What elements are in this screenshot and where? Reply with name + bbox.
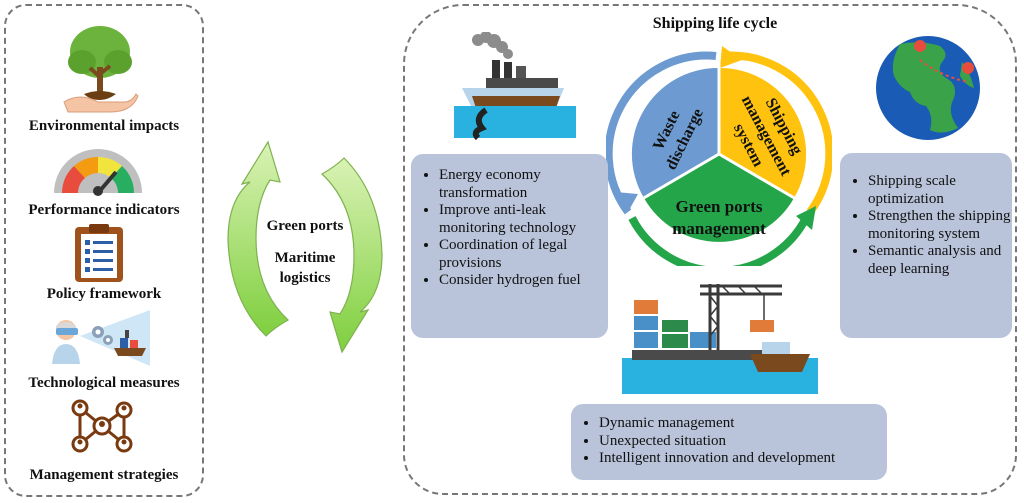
box-right-item: Shipping scale optimization — [868, 173, 1012, 208]
gauge-icon — [54, 149, 142, 196]
left-item-label-policy: Policy framework — [46, 286, 162, 302]
box-bottom: Dynamic management Unexpected situation … — [571, 404, 887, 480]
box-bottom-item: Dynamic management — [599, 415, 887, 433]
cycle-arrows-icon — [227, 140, 383, 354]
tree-in-hand-icon — [63, 26, 139, 113]
network-people-icon — [71, 399, 133, 453]
globe-icon — [876, 36, 980, 140]
box-left-item: Energy economy transformation — [439, 167, 608, 202]
box-right: Shipping scale optimization Strengthen t… — [840, 153, 1012, 338]
box-bottom-item: Unexpected situation — [599, 433, 887, 451]
box-left-item: Coordination of legal provisions — [439, 237, 608, 272]
box-left-item: Improve anti-leak monitoring technology — [439, 202, 608, 237]
cycle-segment-green-line-1: Green ports — [675, 197, 762, 216]
left-panel — [4, 4, 204, 497]
box-left: Energy economy transformation Improve an… — [411, 154, 608, 338]
center-label-logistics: logistics — [279, 270, 331, 286]
shipping-cycle-diagram: Waste discharge Shipping management syst… — [606, 46, 832, 266]
left-item-label-management: Management strategies — [29, 467, 179, 483]
left-item-label-technological: Technological measures — [28, 375, 180, 391]
vr-technology-icon — [52, 310, 150, 366]
box-right-item: Semantic analysis and deep learning — [868, 243, 1012, 278]
box-bottom-item: Intelligent innovation and development — [599, 450, 887, 468]
cycle-title: Shipping life cycle — [652, 15, 778, 32]
center-label-maritime: Maritime — [274, 250, 336, 266]
box-right-item: Strengthen the shipping monitoring syste… — [868, 208, 1012, 243]
left-item-label-performance: Performance indicators — [28, 202, 180, 218]
left-item-label-environmental: Environmental impacts — [28, 118, 180, 134]
right-panel — [403, 4, 1017, 495]
box-left-item: Consider hydrogen fuel — [439, 272, 608, 290]
ship-icon — [454, 32, 576, 141]
port-crane-icon — [622, 284, 818, 394]
center-label-green-ports: Green ports — [266, 218, 344, 234]
clipboard-icon — [75, 224, 123, 282]
cycle-segment-green-line-2: management — [672, 219, 766, 238]
